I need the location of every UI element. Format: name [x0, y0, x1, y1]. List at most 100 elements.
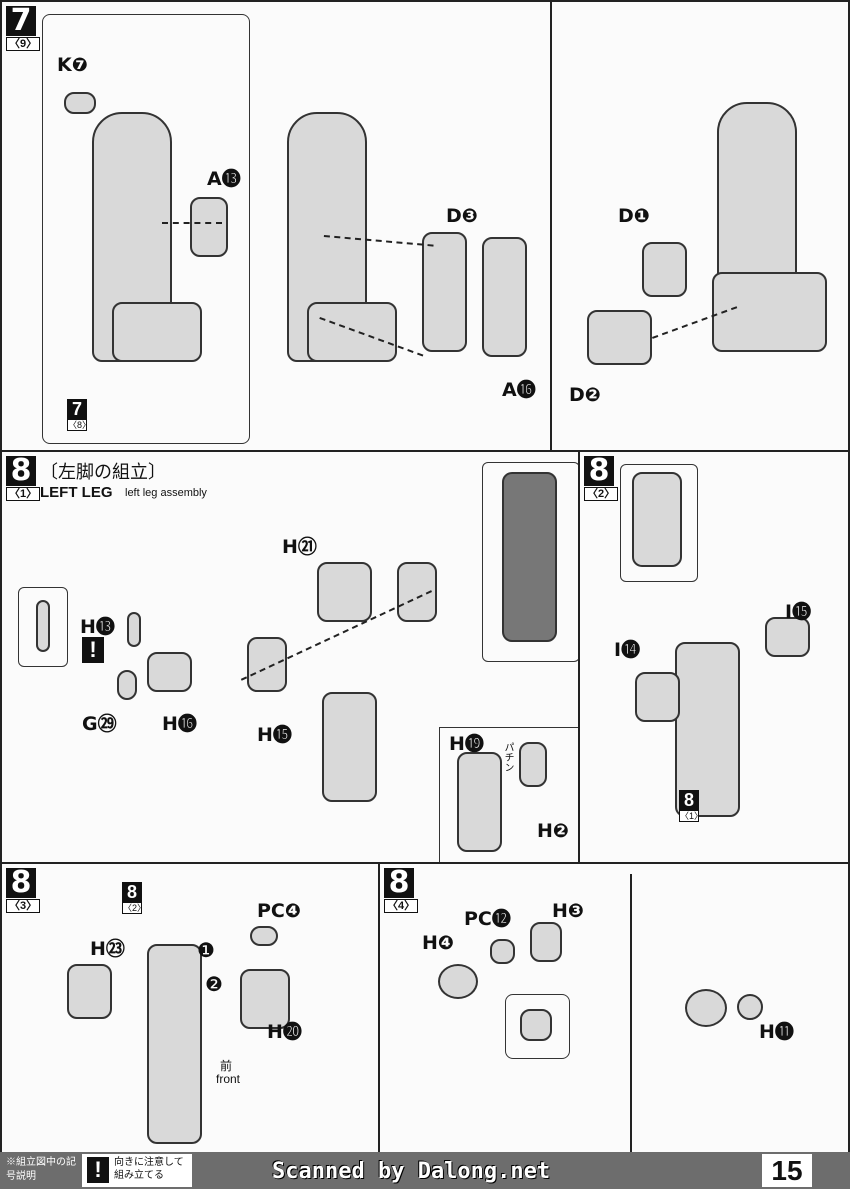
part-h16: [147, 652, 192, 692]
ref-num: 8: [122, 882, 142, 902]
footer: ※組立図中の記号説明 ! 向きに注意して組み立てる Scanned by Dal…: [0, 1152, 850, 1189]
part-i15: [765, 617, 810, 657]
label-d3: D❸: [446, 205, 478, 227]
part-knee: [397, 562, 437, 622]
ref-step-7-8: 7〈8〉: [67, 399, 92, 431]
figure-base: [712, 272, 827, 352]
part-d1: [642, 242, 687, 297]
snap-sound: パチン: [502, 742, 513, 772]
label-h19: H⓳: [449, 733, 484, 755]
figure-base: [307, 302, 397, 362]
page-number: 15: [762, 1154, 812, 1187]
ref-step-8-1: 8〈1〉: [679, 790, 704, 822]
peg-icon: [36, 600, 50, 652]
label-h2: H❷: [537, 820, 569, 842]
leg-frame: [502, 472, 557, 642]
ref-num: 8: [679, 790, 699, 810]
detail-box: [42, 14, 250, 444]
step-sub: 〈4〉: [384, 899, 419, 913]
warning-text: 向きに注意して組み立てる: [114, 1157, 184, 1181]
figure-base: [112, 302, 202, 362]
label-i14: I⓮: [614, 639, 641, 661]
step-title-en: LEFT LEG: [40, 484, 113, 501]
front-label-jp: 前: [220, 1059, 233, 1073]
step-sub: 〈1〉: [6, 487, 41, 501]
leg-lower: [322, 692, 377, 802]
step-7-panel: 7 〈9〉 K❼ A⓭ D❸ D❶ A⓰ D❷ 7〈8〉: [0, 0, 850, 452]
leg-assembly: [147, 944, 202, 1144]
step-8-1-panel: 8 〈1〉 〔左脚の組立〕 LEFT LEG left leg assembly…: [0, 450, 580, 864]
part-h3: [530, 922, 562, 962]
label-k7: K❼: [57, 54, 88, 76]
step-number: 8: [6, 868, 36, 898]
label-h13: H⓭: [80, 616, 115, 638]
label-h4: H❹: [422, 932, 454, 954]
label-a13: A⓭: [207, 168, 241, 190]
part-detail: [520, 1009, 552, 1041]
step-note: left leg assembly: [125, 487, 207, 499]
inset-box: [18, 587, 68, 667]
step-sub: 〈9〉: [6, 37, 41, 51]
leg-top-detail: [632, 472, 682, 567]
step-title-jp: 〔左脚の組立〕: [40, 462, 166, 482]
ref-step-8-2: 8〈2〉: [122, 882, 147, 914]
detail-box: [505, 994, 570, 1059]
label-h16: H⓰: [162, 713, 197, 735]
label-a16: A⓰: [502, 379, 536, 401]
part-k7: [64, 92, 96, 114]
step-8-4-panel: 8 〈4〉 PC⓬ H❸ H❹ H⓫: [378, 862, 850, 1154]
part-i14: [635, 672, 680, 722]
label-pc4: PC❹: [257, 900, 301, 922]
part-h2: [519, 742, 547, 787]
label-d1: D❶: [618, 205, 650, 227]
part-h15: [247, 637, 287, 692]
part-d3: [422, 232, 467, 352]
label-i15: I⓯: [785, 601, 812, 623]
part-h4: [438, 964, 478, 999]
warning-icon: !: [87, 1157, 109, 1183]
label-h3: H❸: [552, 900, 584, 922]
ref-sub: 〈1〉: [679, 810, 704, 822]
part-pc4: [250, 926, 278, 946]
part-h13: [127, 612, 141, 647]
part-a13: [190, 197, 228, 257]
legend-title: ※組立図中の記号説明: [6, 1157, 76, 1182]
scan-credit: Scanned by Dalong.net: [272, 1159, 551, 1184]
divider: [550, 2, 552, 452]
order-1: ❶: [197, 940, 215, 962]
ref-num: 7: [67, 399, 87, 419]
part-pc12: [490, 939, 515, 964]
step-sub: 〈3〉: [6, 899, 41, 913]
label-g29: G㉙: [82, 713, 117, 735]
ref-sub: 〈2〉: [122, 902, 147, 914]
inset-box: [620, 464, 698, 582]
divider: [630, 874, 632, 1154]
step-number: 7: [6, 6, 36, 36]
warning-icon: !: [82, 637, 104, 663]
label-h11: H⓫: [759, 1021, 794, 1043]
step-number: 8: [384, 868, 414, 898]
part-a16: [482, 237, 527, 357]
part-h11: [737, 994, 763, 1020]
label-h23: H㉓: [90, 938, 125, 960]
step-8-2-panel: 8 〈2〉 I⓯ I⓮ 8〈1〉: [578, 450, 850, 864]
label-h15: H⓯: [257, 724, 292, 746]
label-h21: H㉑: [282, 536, 317, 558]
leg-detail: [457, 752, 502, 852]
step-sub: 〈2〉: [584, 487, 619, 501]
label-d2: D❷: [569, 384, 601, 406]
part-h21: [317, 562, 372, 622]
label-pc12: PC⓬: [464, 908, 511, 930]
step-8-3-panel: 8 〈3〉 ❶ ❷ PC❹ H㉓ H⓴ 前 front 8〈2〉: [0, 862, 380, 1154]
order-2: ❷: [205, 974, 223, 996]
joint: [685, 989, 727, 1027]
leg-assembly: [675, 642, 740, 817]
arrow: [162, 222, 222, 224]
part-h23: [67, 964, 112, 1019]
part-d2: [587, 310, 652, 365]
step-number: 8: [6, 456, 36, 486]
label-h20: H⓴: [267, 1021, 302, 1043]
part-h20: [240, 969, 290, 1029]
ref-sub: 〈8〉: [67, 419, 92, 431]
step-number: 8: [584, 456, 614, 486]
